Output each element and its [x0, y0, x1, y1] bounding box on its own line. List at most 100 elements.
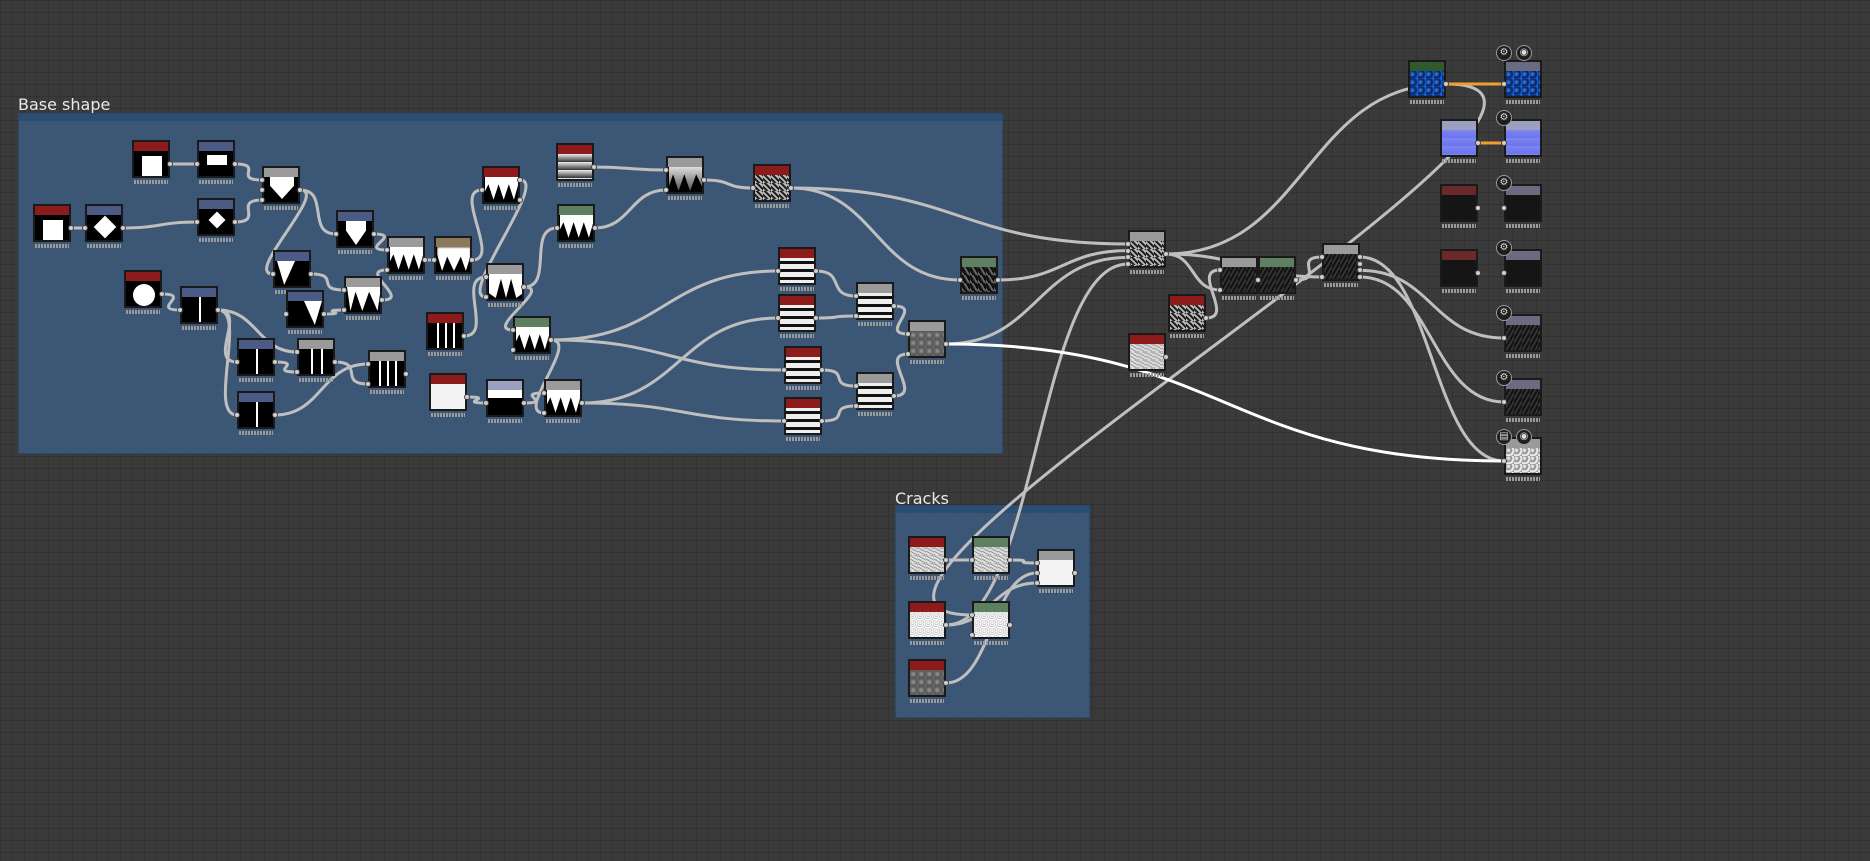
node-noise-cells[interactable]	[753, 164, 791, 202]
output-port[interactable]	[995, 277, 1001, 283]
node-blend-spikes[interactable]	[544, 379, 582, 417]
wire[interactable]	[216, 308, 239, 417]
input-port[interactable]	[341, 307, 347, 313]
wire[interactable]	[1358, 268, 1506, 340]
output-port[interactable]	[1072, 570, 1078, 576]
wire[interactable]	[932, 82, 1486, 617]
input-port[interactable]	[957, 277, 963, 283]
node-noise-grain[interactable]	[1128, 333, 1166, 371]
input-port[interactable]	[177, 307, 183, 313]
output-port[interactable]	[272, 412, 278, 418]
input-port[interactable]	[969, 632, 975, 638]
node-tile-stripes[interactable]	[778, 247, 816, 285]
node-transform-lines[interactable]	[237, 338, 275, 376]
wire[interactable]	[549, 269, 780, 342]
output-port[interactable]	[379, 297, 385, 303]
node-shape-lines[interactable]	[426, 312, 464, 350]
input-port[interactable]	[82, 225, 88, 231]
wire[interactable]	[462, 275, 488, 338]
output-port[interactable]	[422, 257, 428, 263]
output-port[interactable]	[1007, 622, 1013, 628]
node-noise-grain[interactable]	[1168, 294, 1206, 332]
wire[interactable]	[333, 360, 370, 386]
output-port[interactable]	[701, 177, 707, 183]
wire[interactable]	[702, 178, 755, 190]
node-transform-tri[interactable]	[286, 290, 324, 328]
node-blend-arrow[interactable]	[262, 166, 300, 204]
input-port[interactable]	[1034, 570, 1040, 576]
input-port[interactable]	[1501, 205, 1507, 211]
output-port[interactable]	[371, 231, 377, 237]
input-port[interactable]	[1034, 580, 1040, 586]
wire[interactable]	[216, 308, 299, 354]
output-port[interactable]	[943, 622, 949, 628]
node-blend-main[interactable]	[1128, 230, 1166, 268]
node-output-ao[interactable]	[1504, 378, 1542, 416]
node-output-metallic[interactable]	[1504, 184, 1542, 222]
node-blend-out[interactable]	[1322, 243, 1360, 281]
output-port[interactable]	[68, 225, 74, 231]
input-port[interactable]	[259, 197, 265, 203]
input-port[interactable]	[283, 311, 289, 317]
output-port[interactable]	[308, 271, 314, 277]
output-port[interactable]	[521, 284, 527, 290]
wire[interactable]	[273, 362, 370, 417]
wire[interactable]	[522, 226, 559, 289]
output-port[interactable]	[1007, 557, 1013, 563]
output-port[interactable]	[1203, 315, 1209, 321]
node-gradient-linear[interactable]	[556, 143, 594, 181]
node-shape-square[interactable]	[33, 204, 71, 242]
output-port[interactable]	[1357, 260, 1363, 267]
input-port[interactable]	[1125, 241, 1131, 247]
node-blend-lines[interactable]	[297, 338, 335, 376]
node-blend-spikes[interactable]	[387, 236, 425, 274]
wire[interactable]	[121, 220, 199, 230]
input-port[interactable]	[1125, 261, 1131, 267]
node-shape-rect[interactable]	[429, 373, 467, 411]
output-port[interactable]	[215, 307, 221, 313]
node-cracks-dist[interactable]	[972, 601, 1010, 639]
wire[interactable]	[580, 401, 786, 423]
wire[interactable]	[1164, 82, 1448, 256]
output-port[interactable]	[517, 177, 523, 183]
wire[interactable]	[820, 368, 858, 388]
output-port[interactable]	[521, 400, 527, 406]
node-blend-spikes[interactable]	[513, 316, 551, 354]
input-port[interactable]	[1319, 254, 1325, 260]
input-port[interactable]	[663, 167, 669, 173]
node-transform-diamond[interactable]	[85, 204, 123, 242]
input-port[interactable]	[853, 383, 859, 389]
output-port[interactable]	[1357, 267, 1363, 274]
wire[interactable]	[789, 186, 962, 282]
input-port[interactable]	[483, 294, 489, 300]
wire[interactable]	[534, 338, 561, 415]
node-output-height[interactable]	[1504, 314, 1542, 352]
output-port[interactable]	[464, 394, 470, 400]
input-port[interactable]	[969, 612, 975, 618]
output-port[interactable]	[579, 400, 585, 406]
output-port[interactable]	[1475, 140, 1481, 146]
input-port[interactable]	[384, 267, 390, 273]
node-blend-spikes[interactable]	[482, 166, 520, 204]
output-port[interactable]	[321, 311, 327, 317]
input-port[interactable]	[234, 412, 240, 418]
wire[interactable]	[1358, 255, 1506, 463]
wire[interactable]	[789, 186, 1130, 246]
material-icon[interactable]: ⚙	[1496, 45, 1512, 61]
wire[interactable]	[814, 314, 858, 320]
output-port[interactable]	[891, 393, 897, 399]
output-port[interactable]	[159, 291, 165, 297]
node-filter-warp[interactable]	[557, 204, 595, 242]
material-icon[interactable]: ⚙	[1496, 305, 1512, 321]
output-port[interactable]	[403, 371, 409, 377]
node-tile-stripes[interactable]	[778, 294, 816, 332]
output-port[interactable]	[232, 219, 238, 225]
input-port[interactable]	[431, 257, 437, 263]
input-port[interactable]	[365, 361, 371, 367]
input-port[interactable]	[1217, 287, 1223, 293]
input-port[interactable]	[541, 410, 547, 416]
output-port[interactable]	[591, 164, 597, 170]
node-filter-cells[interactable]	[960, 256, 998, 294]
wire[interactable]	[592, 165, 668, 172]
